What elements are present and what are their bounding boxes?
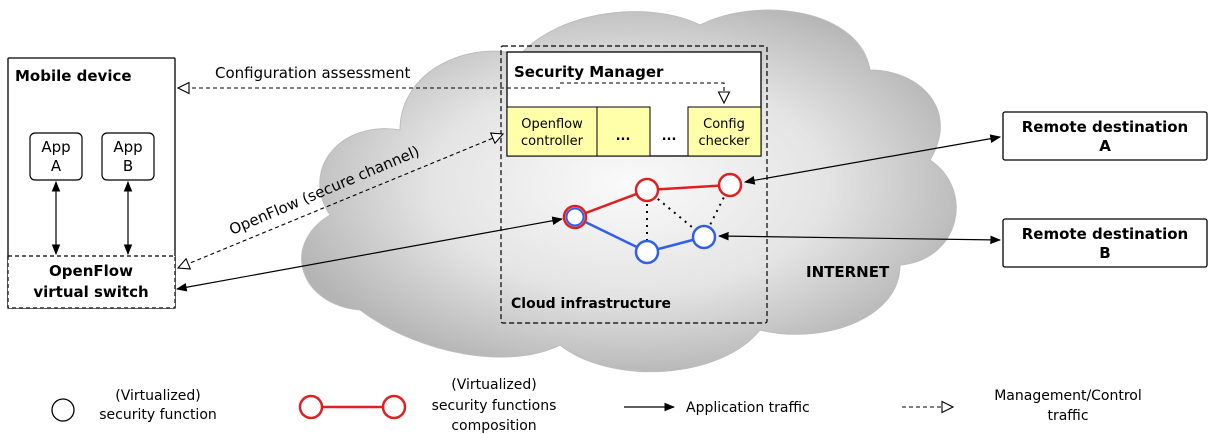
switch-label-1: OpenFlow bbox=[49, 262, 133, 280]
function-node-blue-1 bbox=[634, 239, 660, 265]
module-ellipsis bbox=[596, 106, 651, 157]
app-b-box bbox=[101, 132, 155, 181]
security-manager-title: Security Manager bbox=[514, 63, 664, 81]
module-openflow-controller bbox=[506, 106, 598, 157]
app-b-label-1: App bbox=[113, 138, 142, 156]
config-assessment-label: Configuration assessment bbox=[215, 64, 411, 82]
app-a-label-1: App bbox=[41, 138, 70, 156]
svg-text:checker: checker bbox=[699, 134, 751, 149]
svg-text:Remote destination: Remote destination bbox=[1022, 118, 1188, 136]
svg-text:A: A bbox=[1099, 137, 1111, 155]
svg-text:composition: composition bbox=[451, 418, 536, 434]
mobile-device-title: Mobile device bbox=[15, 67, 132, 85]
mobile-device: Mobile device App A App B OpenFlow virtu… bbox=[7, 57, 176, 309]
svg-text:Management/Control: Management/Control bbox=[994, 388, 1142, 404]
app-traffic-switch-cloud bbox=[175, 216, 564, 292]
app-a-box bbox=[29, 132, 83, 181]
legend-composition-icon-2 bbox=[381, 394, 407, 420]
app-a-label-2: A bbox=[51, 157, 62, 175]
svg-text:Config: Config bbox=[703, 117, 745, 132]
svg-text:Application traffic: Application traffic bbox=[686, 400, 810, 416]
internal-mgmt-arrow bbox=[560, 82, 724, 103]
security-function-graph bbox=[562, 172, 743, 265]
svg-text:(Virtualized): (Virtualized) bbox=[115, 388, 200, 404]
svg-text:B: B bbox=[1099, 244, 1110, 262]
switch-label-2: virtual switch bbox=[33, 283, 148, 301]
module-gap-ellipsis: ... bbox=[662, 129, 677, 144]
internet-label: INTERNET bbox=[806, 263, 890, 281]
svg-text:security function: security function bbox=[99, 407, 217, 423]
svg-text:(Virtualized): (Virtualized) bbox=[451, 377, 536, 393]
openflow-switch bbox=[7, 255, 176, 309]
function-node-red-1 bbox=[634, 177, 660, 203]
legend-composition-icon-1 bbox=[298, 394, 324, 420]
cloud-infrastructure-label: Cloud infrastructure bbox=[511, 296, 671, 312]
legend: (Virtualized) security function (Virtual… bbox=[51, 377, 1142, 434]
svg-text:Openflow: Openflow bbox=[521, 117, 583, 132]
svg-text:Remote destination: Remote destination bbox=[1022, 225, 1188, 243]
remote-destination-b: Remote destination B bbox=[1002, 218, 1208, 268]
function-node-red-2 bbox=[717, 172, 743, 198]
app-traffic-remote-a bbox=[743, 134, 1002, 185]
svg-text:traffic: traffic bbox=[1047, 408, 1088, 424]
app-traffic-remote-b bbox=[717, 231, 1002, 245]
legend-function-icon bbox=[51, 398, 75, 422]
security-manager: Security Manager Openflow controller ...… bbox=[506, 51, 762, 157]
function-node-blue-2 bbox=[691, 224, 717, 250]
svg-text:controller: controller bbox=[521, 134, 584, 149]
svg-text:...: ... bbox=[616, 129, 631, 144]
app-b-label-2: B bbox=[123, 157, 133, 175]
remote-destination-a: Remote destination A bbox=[1002, 111, 1208, 161]
svg-text:security functions: security functions bbox=[432, 398, 557, 414]
